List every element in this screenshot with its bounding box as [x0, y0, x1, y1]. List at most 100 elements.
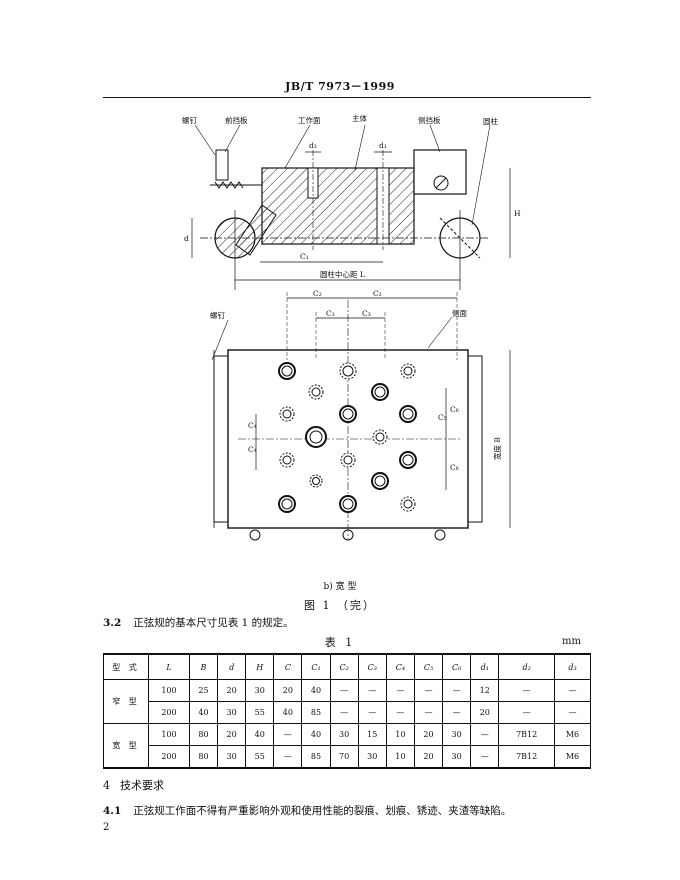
- table-cell: 20: [273, 679, 303, 702]
- label-d: d: [184, 234, 189, 243]
- table-cell: 20: [470, 701, 500, 724]
- table-cell: 10: [385, 723, 415, 746]
- label-front-plate: 前挡板: [225, 115, 248, 125]
- table-header-row: 型 式 L B d H C C₁ C₂ C₃ C₄ C₅ C₆ d₁ d₂ d₃: [103, 653, 591, 680]
- label-d3: d₃: [309, 141, 317, 150]
- table-cell: —: [554, 679, 591, 702]
- plan-holes: [278, 362, 417, 513]
- header-cell: C₁: [301, 653, 331, 680]
- table-cell: —: [357, 701, 387, 724]
- table-cell: 7B12: [498, 723, 556, 746]
- header-cell: d₃: [554, 653, 591, 680]
- table-cell: —: [357, 679, 387, 702]
- label-cylinder: 圆柱: [483, 116, 498, 126]
- label-C2-right: C₂: [373, 289, 382, 298]
- header-cell: d₂: [498, 653, 556, 680]
- header-cell: 型 式: [103, 653, 149, 680]
- paragraph-number: 3.2: [103, 617, 122, 629]
- page-number: 2: [103, 822, 110, 833]
- table-caption: 表 1: [324, 636, 356, 649]
- body-section: [261, 167, 415, 245]
- table-row: 宽 型 100 80 20 40 — 40 30 15 10 20 30 — 7…: [103, 723, 591, 769]
- figure-caption: 图 1 （完）: [304, 599, 376, 612]
- paragraph-text: 正弦规的基本尺寸见表 1 的规定。: [133, 617, 294, 629]
- table-cell: 40: [273, 701, 303, 724]
- table-cell: —: [273, 745, 303, 769]
- table-cell: —: [498, 679, 556, 702]
- table-cell: 7B12: [498, 745, 556, 769]
- label-C3-right: C₃: [362, 309, 371, 318]
- table-row: 窄 型 100 25 20 30 20 40 — — — — — 12 — —: [103, 679, 591, 724]
- header-cell: B: [188, 653, 219, 680]
- label-side-face: 侧面: [452, 308, 467, 318]
- table-cell: —: [498, 701, 556, 724]
- table-cell: 30: [217, 701, 247, 724]
- table-cell: 85: [301, 701, 331, 724]
- table-cell: 40: [245, 723, 275, 746]
- label-H: H: [514, 209, 521, 218]
- table-cell: 80: [188, 745, 219, 769]
- section-4-heading: 4 技术要求: [103, 777, 164, 793]
- section-number: 4: [103, 779, 110, 792]
- header-cell: C₆: [442, 653, 472, 680]
- table-cell: 100: [148, 723, 190, 746]
- row-group-wide: 宽 型: [103, 723, 149, 769]
- table-cell: 55: [245, 701, 275, 724]
- table-cell: —: [470, 745, 500, 769]
- table-cell: M6: [554, 723, 591, 746]
- header-cell: d₁: [470, 653, 500, 680]
- front-plate-top: [215, 149, 229, 181]
- label-C2-left: C₂: [313, 289, 322, 298]
- table-cell: 10: [385, 745, 415, 769]
- table-cell: —: [470, 723, 500, 746]
- figure-subcaption: b) 宽 型: [323, 582, 357, 592]
- table-cell: 15: [357, 723, 387, 746]
- section-title: 技术要求: [120, 779, 164, 792]
- table-cell: —: [329, 701, 359, 724]
- table-cell: 12: [470, 679, 500, 702]
- table-row: 200 40 30 55 40 85 — — — — — 20 — —: [104, 701, 591, 724]
- table-row: 200 80 30 55 — 85 70 30 10 20 30 — 7B12 …: [104, 745, 591, 769]
- table-cell: 20: [217, 679, 247, 702]
- table-cell: —: [385, 679, 415, 702]
- sine-bar-drawing: 螺钉 前挡板 工作面 主体 侧挡板 圆柱 d₃ d₁ d H C₁ 圆柱中心距 …: [182, 113, 521, 541]
- table-cell: —: [385, 701, 415, 724]
- paragraph-3-2: 3.2 正弦规的基本尺寸见表 1 的规定。: [103, 615, 294, 630]
- label-C5: C₅: [438, 413, 447, 422]
- label-L: 圆柱中心距 L: [320, 269, 365, 279]
- label-C6-lower: C₆: [450, 463, 459, 472]
- header-cell: C₃: [357, 653, 387, 680]
- table-cell: 100: [148, 679, 190, 702]
- table-cell: 85: [301, 745, 331, 769]
- label-C6-upper: C₆: [450, 405, 459, 414]
- table-cell: 200: [148, 701, 190, 724]
- header-cell: d: [217, 653, 247, 680]
- header-cell: C: [273, 653, 303, 680]
- row-group-narrow: 窄 型: [103, 679, 149, 724]
- table-cell: 200: [148, 745, 190, 769]
- table-cell: 30: [442, 723, 472, 746]
- table-cell: —: [413, 701, 444, 724]
- table-cell: 20: [413, 745, 444, 769]
- table-cell: 30: [357, 745, 387, 769]
- label-C4-lower: C₄: [248, 445, 257, 454]
- table-cell: 30: [442, 745, 472, 769]
- plan-view: [211, 292, 511, 541]
- table-cell: M6: [554, 745, 591, 769]
- table-cell: 40: [301, 679, 331, 702]
- paragraph-number: 4.1: [103, 805, 122, 817]
- table-cell: 30: [217, 745, 247, 769]
- table-cell: 25: [188, 679, 219, 702]
- table-cell: —: [329, 679, 359, 702]
- table-cell: 30: [245, 679, 275, 702]
- label-work-face: 工作面: [298, 115, 321, 125]
- label-side-plate: 侧挡板: [418, 115, 441, 125]
- label-d1: d₁: [379, 141, 387, 150]
- table-cell: 40: [301, 723, 331, 746]
- label-body: 主体: [352, 113, 367, 123]
- header-cell: C₂: [329, 653, 359, 680]
- label-C4-upper: C₄: [248, 421, 257, 430]
- table-cell: 20: [217, 723, 247, 746]
- table-cell: 40: [188, 701, 219, 724]
- table-unit: mm: [562, 636, 581, 647]
